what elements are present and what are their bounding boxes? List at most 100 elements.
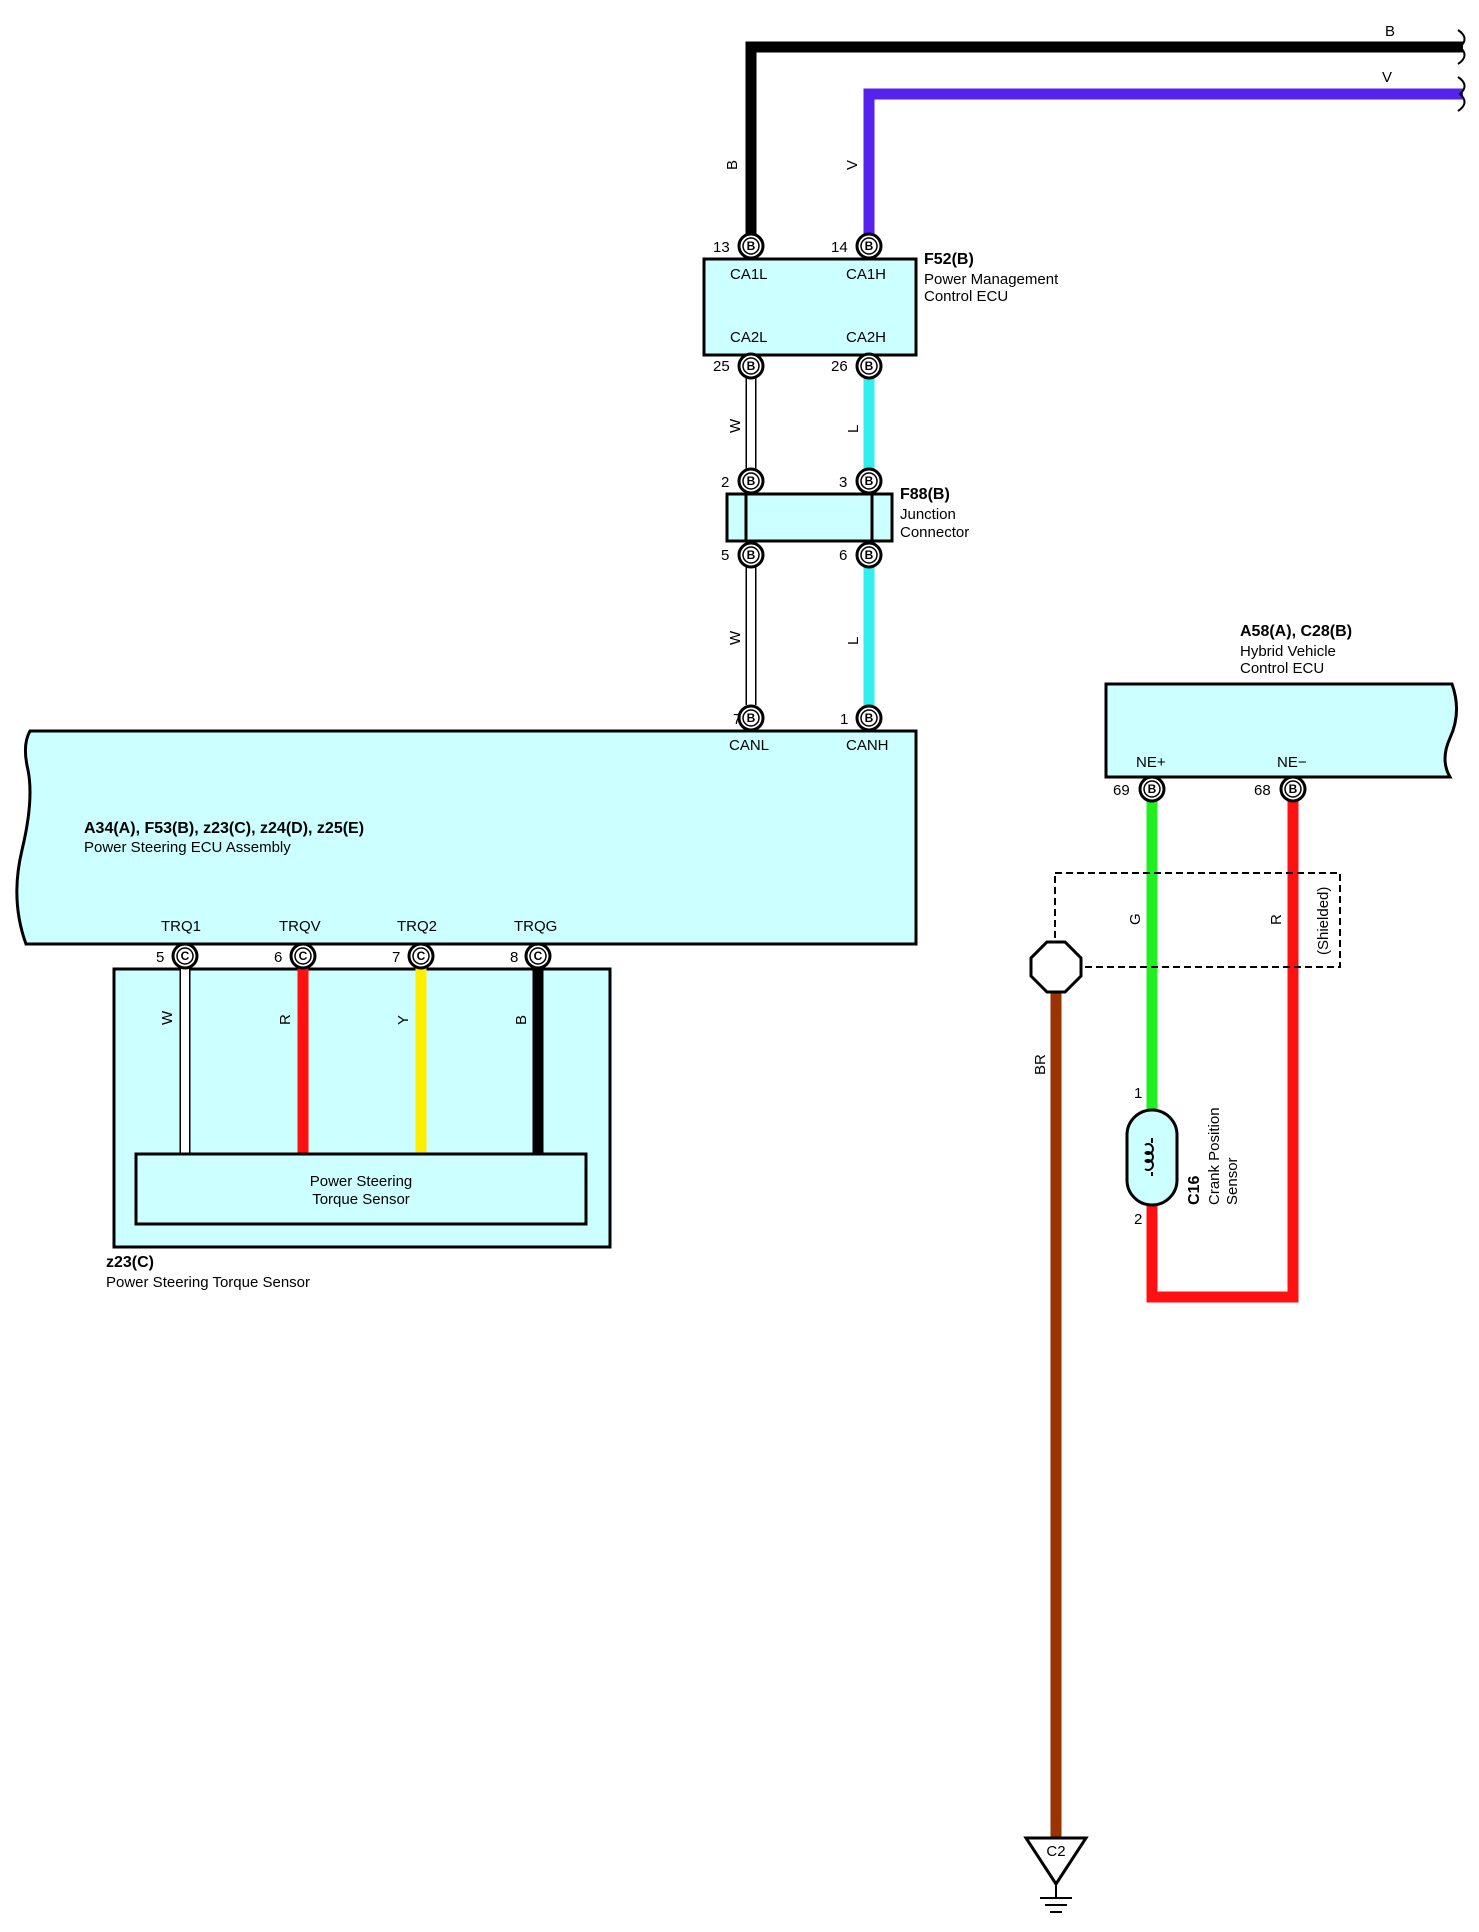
wire-b-top <box>745 41 1463 246</box>
terminal-letter: B <box>747 548 756 562</box>
f52-pin-25: 25 <box>713 358 730 375</box>
hv-ecu-ne-plus: NE+ <box>1136 754 1166 771</box>
terminal-letter: B <box>747 359 756 373</box>
crank-sensor-id: C16 <box>1186 1176 1203 1205</box>
ps-ecu-canh: CANH <box>846 737 889 754</box>
terminal-ps-8: C <box>524 942 552 970</box>
terminal-ps-7: B <box>737 704 765 732</box>
terminal-letter: B <box>865 359 874 373</box>
hv-ecu-pin-68: 68 <box>1254 782 1271 799</box>
wire-label-w-lower: W <box>727 630 744 645</box>
crank-sensor-name-1: Crank Position <box>1206 1107 1223 1205</box>
torque-sensor-id: z23(C) <box>106 1254 154 1271</box>
terminal-letter: C <box>417 949 426 963</box>
shield-ground-octagon <box>1029 940 1083 994</box>
f52-ca1h: CA1H <box>846 266 886 283</box>
ps-ecu-box <box>15 729 918 946</box>
f52-ecu-box <box>702 257 918 357</box>
terminal-letter: B <box>1148 782 1157 796</box>
wire-label-b-vert: B <box>724 160 741 170</box>
terminal-f88-5: B <box>737 541 765 569</box>
wire-label-g: G <box>1127 913 1144 925</box>
ground-triangle <box>1023 1836 1089 1887</box>
ps-ecu-name: Power Steering ECU Assembly <box>84 839 291 856</box>
terminal-letter: B <box>747 474 756 488</box>
f88-pin-6: 6 <box>839 547 847 564</box>
ps-ecu-pin-1: 1 <box>840 711 848 728</box>
terminal-hv-68: B <box>1279 775 1307 803</box>
f88-pin-2: 2 <box>721 474 729 491</box>
torque-sensor-name: Power Steering Torque Sensor <box>106 1274 310 1291</box>
hv-ecu-name-2: Control ECU <box>1240 660 1324 677</box>
ps-ecu-canl: CANL <box>729 737 769 754</box>
torque-sensor-inner-box <box>134 1152 588 1226</box>
terminal-f52-13: B <box>737 232 765 260</box>
crank-sensor-pin-1: 1 <box>1134 1085 1142 1102</box>
ps-ecu-trqg: TRQG <box>514 918 557 935</box>
wire-label-b-top: B <box>1385 23 1395 40</box>
f88-name-2: Connector <box>900 524 969 541</box>
terminal-letter: C <box>181 949 190 963</box>
f88-pin-3: 3 <box>839 474 847 491</box>
terminal-f88-3: B <box>855 467 883 495</box>
wire-label-trq2: Y <box>395 1015 412 1025</box>
terminal-f52-25: B <box>737 352 765 380</box>
hv-ecu-name-1: Hybrid Vehicle <box>1240 643 1336 660</box>
terminal-f88-2: B <box>737 467 765 495</box>
ps-ecu-pin-7: 7 <box>733 711 741 728</box>
ps-ecu-pin-8: 8 <box>510 949 518 966</box>
f52-ca2h: CA2H <box>846 329 886 346</box>
terminal-letter: B <box>865 474 874 488</box>
f88-id: F88(B) <box>900 486 950 503</box>
f52-pin-13: 13 <box>713 239 730 256</box>
wire-label-trqg: B <box>513 1015 530 1025</box>
wire-v-top <box>863 88 1463 246</box>
wire-label-l-lower: L <box>845 637 862 645</box>
crank-sensor-pin-2: 2 <box>1134 1211 1142 1228</box>
wire-label-v-top: V <box>1382 69 1392 86</box>
ground-id: C2 <box>1046 1843 1065 1860</box>
wire-break-mark <box>1457 29 1466 65</box>
shield-box <box>1054 872 1341 968</box>
terminal-ps-5: C <box>171 942 199 970</box>
f52-name-1: Power Management <box>924 271 1059 288</box>
terminal-f52-14: B <box>855 232 883 260</box>
wire-label-trq1: W <box>159 1010 176 1025</box>
terminal-ps-7b: C <box>407 942 435 970</box>
f52-id: F52(B) <box>924 251 974 268</box>
wire-label-r: R <box>1268 914 1285 925</box>
ps-ecu-trqv: TRQV <box>279 918 321 935</box>
wire-label-trqv: R <box>277 1014 294 1025</box>
ps-ecu-trq2: TRQ2 <box>397 918 437 935</box>
terminal-letter: C <box>534 949 543 963</box>
terminal-f88-6: B <box>855 541 883 569</box>
f52-ca1l: CA1L <box>730 266 768 283</box>
ps-ecu-pin-5: 5 <box>156 949 164 966</box>
wire-label-v-vert: V <box>844 160 861 170</box>
terminal-letter: B <box>865 548 874 562</box>
wire-label-l-upper: L <box>845 425 862 433</box>
f52-pin-26: 26 <box>831 358 848 375</box>
terminal-letter: B <box>747 239 756 253</box>
terminal-letter: C <box>299 949 308 963</box>
f52-ca2l: CA2L <box>730 329 768 346</box>
terminal-hv-69: B <box>1138 775 1166 803</box>
f88-pin-5: 5 <box>721 547 729 564</box>
coil-icon <box>1144 1138 1154 1176</box>
torque-sensor-inner-2: Torque Sensor <box>312 1191 410 1208</box>
hv-ecu-box <box>1104 682 1458 779</box>
wire-r <box>1146 800 1299 1303</box>
terminal-letter: B <box>1289 782 1298 796</box>
ps-ecu-trq1: TRQ1 <box>161 918 201 935</box>
terminal-letter: B <box>747 711 756 725</box>
ps-ecu-pin-7b: 7 <box>392 949 400 966</box>
ps-ecu-id: A34(A), F53(B), z23(C), z24(D), z25(E) <box>84 820 364 837</box>
terminal-ps-6: C <box>289 942 317 970</box>
wire-label-br: BR <box>1032 1054 1049 1075</box>
terminal-letter: B <box>865 239 874 253</box>
terminal-letter: B <box>865 711 874 725</box>
crank-sensor-body <box>1125 1108 1179 1207</box>
hv-ecu-pin-69: 69 <box>1113 782 1130 799</box>
torque-sensor-inner-1: Power Steering <box>310 1173 413 1190</box>
